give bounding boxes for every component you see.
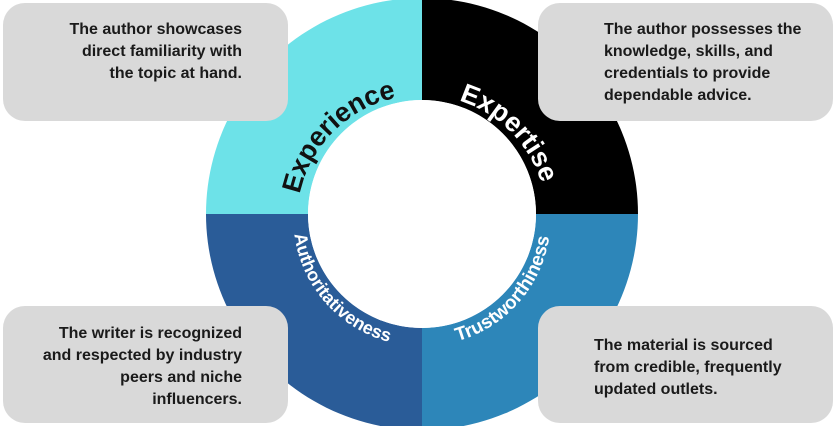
description-line: The author possesses the bbox=[604, 21, 802, 38]
description-line: credentials to provide bbox=[604, 65, 771, 82]
experience-description: The author showcases direct familiarity … bbox=[3, 19, 243, 85]
authoritativeness-description: The writer is recognized and respected b… bbox=[3, 323, 242, 411]
description-line: dependable advice. bbox=[604, 87, 752, 104]
description-line: knowledge, skills, and bbox=[604, 43, 773, 60]
trustworthiness-description: The material is sourced from credible, f… bbox=[594, 335, 833, 401]
authoritativeness-description-box: The writer is recognized and respected b… bbox=[3, 306, 288, 423]
center-hole bbox=[308, 100, 536, 328]
description-line: the topic at hand. bbox=[109, 65, 242, 82]
description-line: and respected by industry bbox=[42, 347, 242, 364]
description-line: The author showcases bbox=[69, 21, 243, 38]
description-line: updated outlets. bbox=[594, 381, 718, 398]
description-line: from credible, frequently bbox=[594, 359, 782, 376]
description-line: influencers. bbox=[152, 391, 242, 408]
experience-description-box: The author showcases direct familiarity … bbox=[3, 3, 288, 121]
description-line: direct familiarity with bbox=[81, 43, 242, 60]
description-line: peers and niche bbox=[120, 369, 242, 386]
expertise-description: The author possesses the knowledge, skil… bbox=[604, 19, 833, 107]
expertise-description-box: The author possesses the knowledge, skil… bbox=[538, 3, 833, 121]
trustworthiness-description-box: The material is sourced from credible, f… bbox=[538, 306, 833, 423]
description-line: The writer is recognized bbox=[58, 325, 242, 342]
description-line: The material is sourced bbox=[594, 337, 773, 354]
